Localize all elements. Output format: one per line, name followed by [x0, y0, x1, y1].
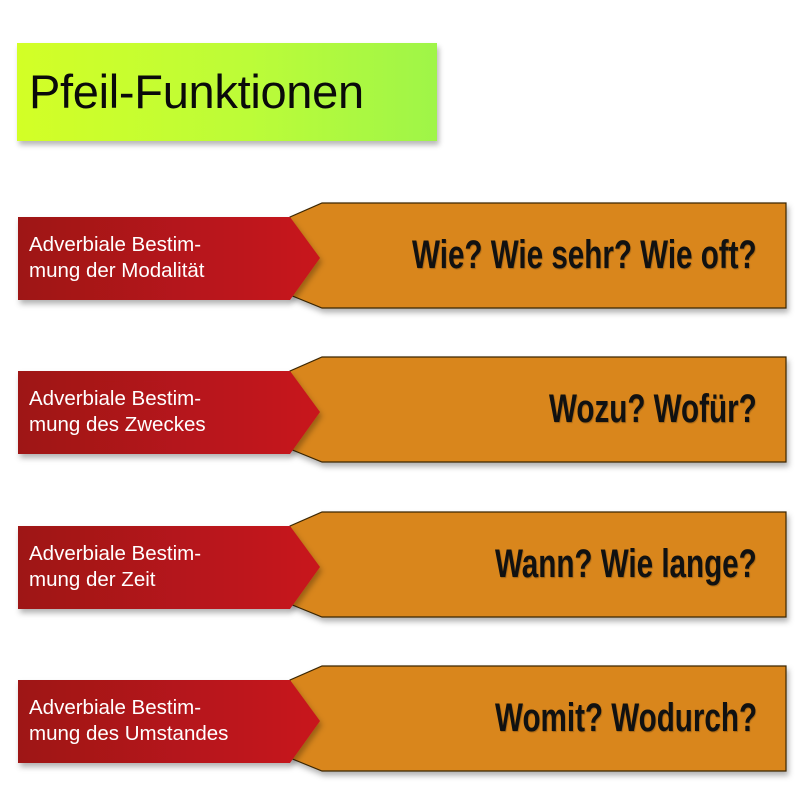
row-answer: Wie? Wie sehr? Wie oft? [412, 233, 757, 277]
label-arrow-shape [18, 371, 320, 454]
row-label: Adverbiale Bestim- mung der Zeit [29, 542, 202, 591]
row-answer: Wozu? Wofür? [549, 387, 757, 431]
answer-tag-shape [18, 356, 787, 463]
label-arrow-shape [18, 217, 320, 300]
row-label: Adverbiale Bestim- mung der Modalität [29, 233, 205, 282]
label-arrow-shape [18, 680, 320, 763]
function-row-modality: Adverbiale Bestim- mung der Modalität Wi… [0, 200, 800, 320]
answer-tag-shape [18, 202, 787, 309]
row-label: Adverbiale Bestim- mung des Zweckes [29, 387, 206, 436]
answer-tag-shape [18, 665, 787, 772]
row-answer: Wann? Wie lange? [495, 542, 757, 586]
title-banner: Pfeil-Funktionen [17, 43, 437, 141]
function-row-purpose: Adverbiale Bestim- mung des Zweckes Wozu… [0, 354, 800, 474]
page-title: Pfeil-Funktionen [29, 65, 364, 118]
row-answer: Womit? Wodurch? [495, 696, 757, 740]
function-row-time: Adverbiale Bestim- mung der Zeit Wann? W… [0, 509, 800, 629]
row-label: Adverbiale Bestim- mung des Umstandes [29, 696, 229, 745]
label-arrow-shape [18, 526, 320, 609]
function-row-circumstance: Adverbiale Bestim- mung des Umstandes Wo… [0, 663, 800, 783]
answer-tag-shape [18, 511, 787, 618]
